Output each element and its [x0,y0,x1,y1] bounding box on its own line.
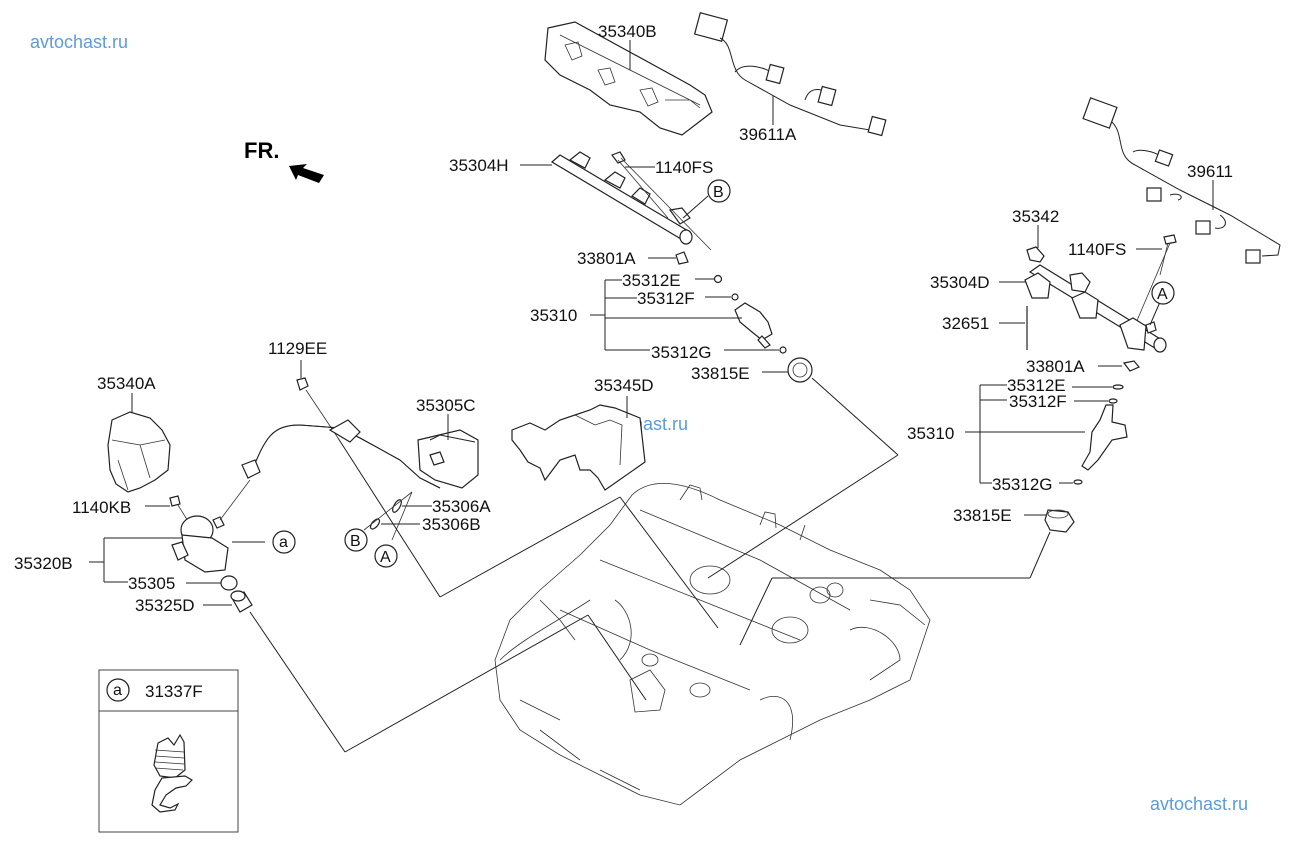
part-label-35325D[interactable]: 35325D [135,596,195,615]
inset-31337F: a 31337F [98,669,239,833]
part-35345D-drawing [511,404,646,491]
part-39611-drawing [1082,97,1281,264]
part-35312G-right-drawing [1073,479,1083,485]
part-label-35304D[interactable]: 35304D [930,273,990,292]
part-label-35320B[interactable]: 35320B [14,554,73,573]
callout-B-top[interactable] [707,179,731,203]
part-label-35312E-right[interactable]: 35312E [1007,376,1066,395]
part-label-33801A-top[interactable]: 33801A [577,249,636,268]
callout-B-left[interactable] [344,528,368,552]
part-33801A-right-drawing [1122,360,1140,372]
part-label-35312F-top[interactable]: 35312F [637,289,695,308]
watermark-bottom-right: avtochast.ru [1150,794,1248,814]
part-label-35342[interactable]: 35342 [1012,207,1059,226]
part-33815E-top-drawing [787,357,813,383]
part-35312F-right-drawing [1108,398,1118,404]
part-35342-drawing [1026,246,1045,263]
part-label-35310-top[interactable]: 35310 [530,306,577,325]
callout-A-left[interactable] [374,544,398,568]
part-31337F-drawing [151,733,193,813]
part-label-1129EE[interactable]: 1129EE [268,339,327,358]
inset-callout-a [106,678,130,702]
part-label-1140FS-right[interactable]: 1140FS [1068,240,1126,259]
part-1140FS-right-drawing [1132,234,1177,331]
part-label-35310-right[interactable]: 35310 [907,424,954,443]
part-1129EE-drawing [296,377,309,391]
part-1140KB-drawing [169,495,181,507]
part-35340A-drawing [107,411,171,493]
callout-B-left-label: B [350,533,361,550]
callout-A-left-label: A [380,549,391,566]
part-label-33801A-right[interactable]: 33801A [1026,357,1085,376]
part-label-35304H[interactable]: 35304H [449,156,509,175]
part-label-31337F[interactable]: 31337F [145,682,203,701]
part-35305-drawing [220,575,238,591]
part-label-35345D[interactable]: 35345D [594,376,654,395]
inset-callout-a-label: a [113,682,122,699]
part-35310-top-drawing [734,302,773,349]
part-39611A-drawing [693,12,887,137]
part-35310-right-drawing [1081,404,1128,471]
part-label-39611A[interactable]: 39611A [739,125,797,144]
engine-block-drawing [494,483,931,806]
part-label-39611[interactable]: 39611 [1187,162,1233,181]
part-label-33815E-right[interactable]: 33815E [953,506,1012,525]
part-35325D-drawing [230,590,253,613]
part-35312E-top-drawing [713,274,723,284]
part-35304H-drawing [550,151,693,245]
part-35306A-drawing [392,499,402,513]
callout-B-top-label: B [713,184,724,201]
part-label-35305[interactable]: 35305 [128,574,175,593]
part-35305C-drawing [241,419,479,489]
watermark-top-left: avtochast.ru [30,32,128,52]
part-label-35312G-right[interactable]: 35312G [992,475,1053,494]
part-label-35340B[interactable]: 35340B [598,22,657,41]
part-label-1140KB[interactable]: 1140KB [72,498,131,517]
part-35312F-top-drawing [731,293,739,301]
callout-a-label: a [279,534,288,551]
part-35312G-top-drawing [779,346,787,354]
part-label-35306B[interactable]: 35306B [422,515,481,534]
part-1140FS-top-drawing [611,151,712,251]
part-35320B-drawing [171,479,251,573]
callout-a[interactable] [272,530,296,554]
part-label-35312F-right[interactable]: 35312F [1009,392,1067,411]
part-35306B-drawing [369,518,381,530]
callout-A-right-label: A [1157,286,1168,303]
part-33815E-right-drawing [1044,509,1075,533]
part-label-35305C[interactable]: 35305C [416,396,476,415]
callout-A-right[interactable] [1151,281,1175,305]
part-33801A-top-drawing [675,251,689,265]
part-label-35312E-top[interactable]: 35312E [622,271,681,290]
part-label-35312G-top[interactable]: 35312G [651,343,712,362]
part-label-1140FS-top[interactable]: 1140FS [655,158,713,177]
part-label-32651[interactable]: 32651 [942,314,989,333]
front-direction-label: FR. [244,138,279,163]
front-arrow-icon [289,164,324,183]
part-label-33815E-top[interactable]: 33815E [691,364,750,383]
part-35312E-right-drawing [1112,384,1124,390]
part-35304D-drawing [1024,264,1167,353]
part-label-35340A[interactable]: 35340A [97,374,156,393]
part-label-35306A[interactable]: 35306A [432,497,491,516]
